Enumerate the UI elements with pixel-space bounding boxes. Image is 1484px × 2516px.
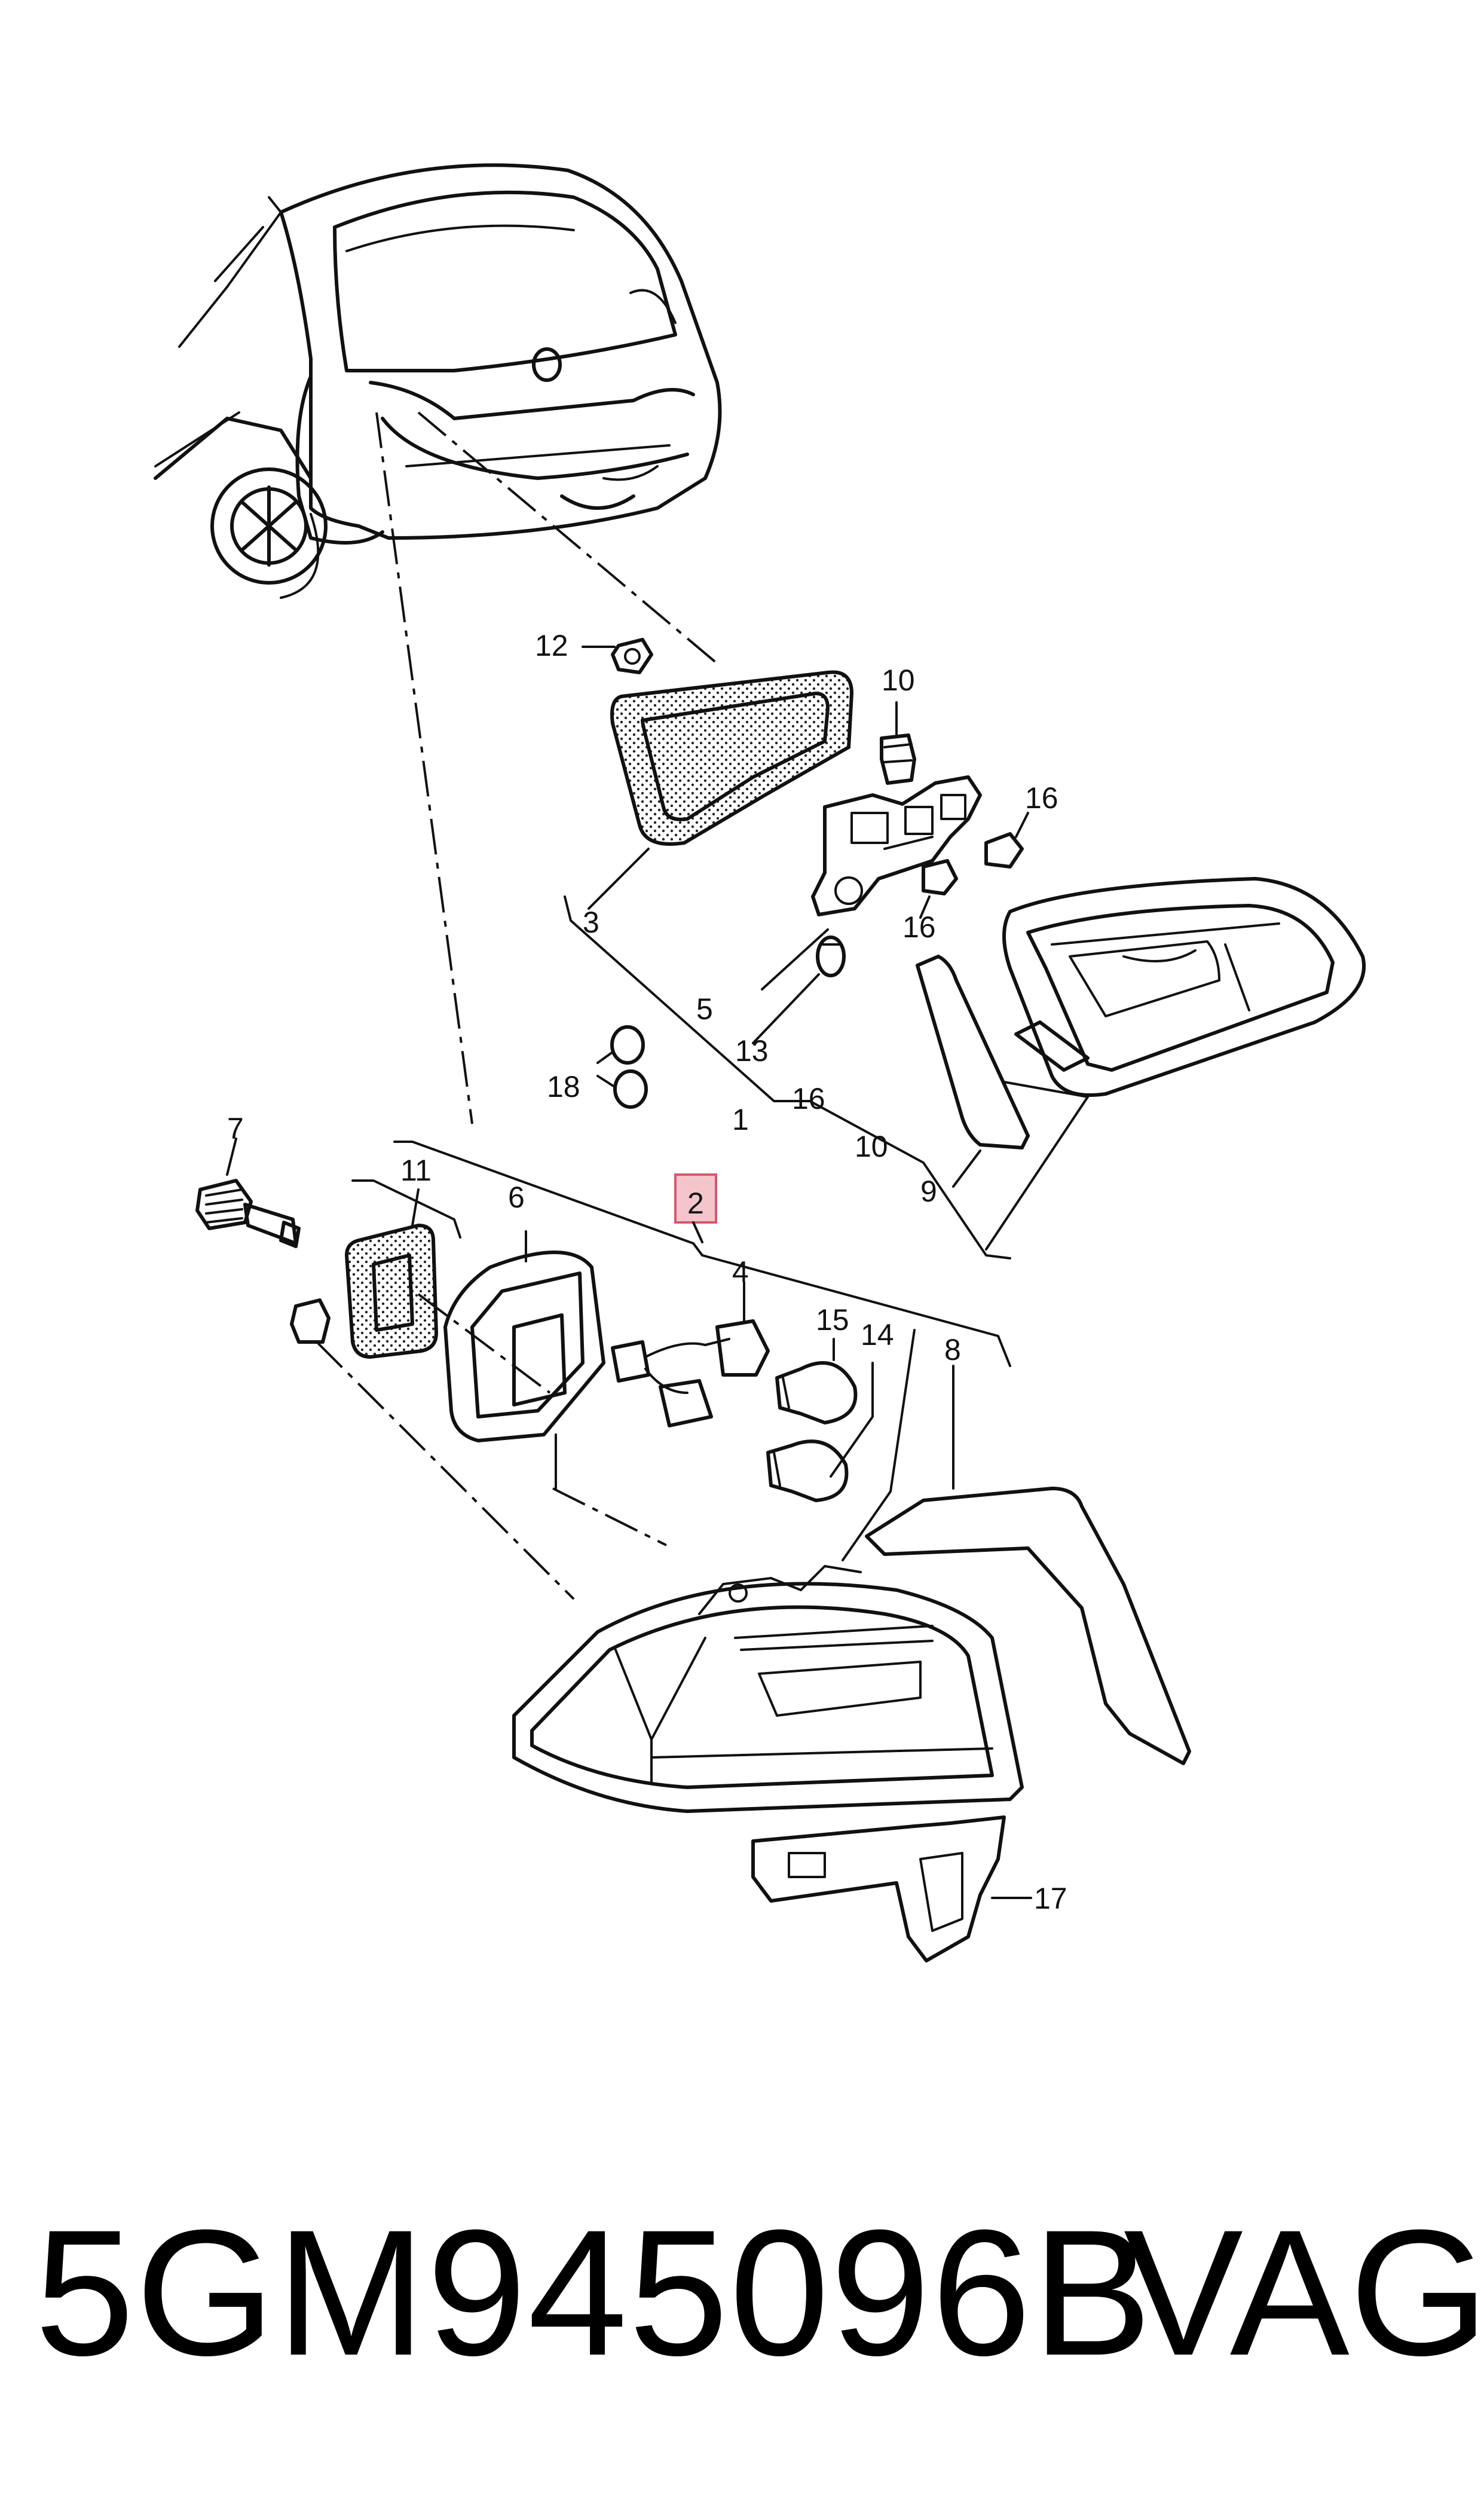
part-10-socket bbox=[880, 701, 916, 785]
callout-18: 18 bbox=[547, 1070, 580, 1103]
car-rear-illustration bbox=[154, 163, 722, 599]
part-18-plugs bbox=[596, 1025, 648, 1109]
callout-1: 1 bbox=[732, 1103, 749, 1136]
exploded-parts-diagram: 12 10 16 3 16 5 13 18 16 1 10 9 7 11 6 2… bbox=[154, 163, 1366, 1962]
part-3-gasket bbox=[610, 670, 854, 846]
part-14-bulb bbox=[766, 1362, 874, 1502]
callout-3: 3 bbox=[583, 906, 599, 939]
callout-16-right: 16 bbox=[1025, 781, 1058, 815]
callout-10-upper: 10 bbox=[882, 664, 915, 697]
callout-6: 6 bbox=[508, 1181, 525, 1214]
callout-14: 14 bbox=[861, 1318, 894, 1352]
part-8-trim bbox=[865, 1365, 1191, 1765]
part-2-outer-tail-lamp bbox=[512, 1565, 1024, 1813]
bracket-group-1 bbox=[564, 895, 1011, 1259]
callout-5: 5 bbox=[696, 992, 713, 1026]
callout-7: 7 bbox=[227, 1112, 244, 1145]
callout-12: 12 bbox=[535, 629, 568, 662]
part-17-bracket bbox=[751, 1815, 1032, 1962]
part-6-carrier bbox=[417, 1230, 605, 1490]
callout-16-middle: 16 bbox=[902, 910, 936, 944]
part-7-screw bbox=[195, 1138, 301, 1248]
part-number: 5GM945096B bbox=[35, 2192, 1153, 2393]
highlight-box-2 bbox=[674, 1173, 717, 1224]
part-clip-small bbox=[290, 1298, 575, 1600]
inner-lamp-group bbox=[582, 638, 1366, 1188]
callout-10-lower: 10 bbox=[855, 1130, 888, 1163]
part-16-bulb-upper bbox=[984, 812, 1029, 869]
callout-15: 15 bbox=[816, 1303, 849, 1337]
leader-car-lower bbox=[375, 412, 473, 1124]
callout-17: 17 bbox=[1034, 1882, 1067, 1915]
leader-car-upper bbox=[417, 411, 718, 665]
callout-9: 9 bbox=[920, 1175, 937, 1208]
callout-11: 11 bbox=[400, 1154, 432, 1187]
leader-lamp-connector bbox=[552, 1487, 667, 1546]
part-9-reflector-strip bbox=[916, 955, 1030, 1150]
callout-2: 2 bbox=[687, 1187, 704, 1220]
callout-8: 8 bbox=[944, 1333, 961, 1366]
bracket-group-2 bbox=[393, 1141, 1011, 1367]
part-12-nut bbox=[582, 638, 653, 674]
callout-13: 13 bbox=[735, 1034, 769, 1068]
callout-4: 4 bbox=[732, 1255, 749, 1289]
brand-label: VAG bbox=[1124, 2192, 1484, 2393]
part-13-bulb bbox=[752, 936, 846, 1044]
callout-16-lower: 16 bbox=[792, 1082, 825, 1115]
part-5-bulb-carrier bbox=[811, 775, 982, 916]
part-1-lamp-housing bbox=[1002, 877, 1366, 1097]
part-4-wiring-harness bbox=[611, 1281, 770, 1427]
part-11-seal bbox=[344, 1188, 439, 1359]
part-16-bulb-lower bbox=[919, 859, 958, 919]
part-15-bulb bbox=[775, 1338, 858, 1424]
